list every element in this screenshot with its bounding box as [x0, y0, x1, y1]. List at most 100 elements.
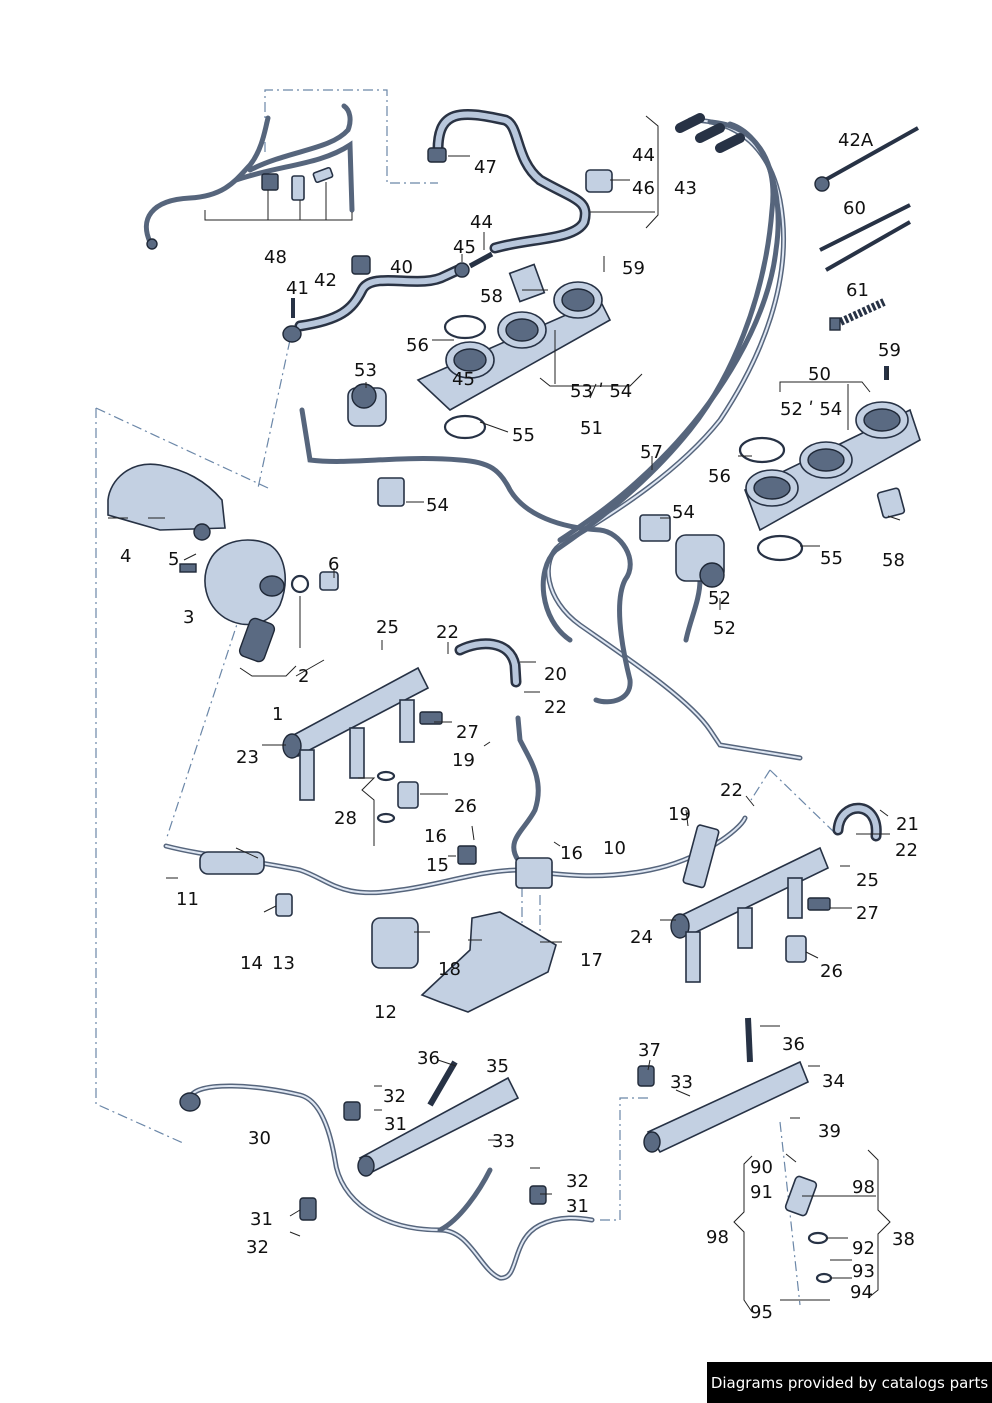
part-label-59: 59	[878, 340, 901, 361]
part-label-11: 11	[176, 889, 199, 910]
part-label-34: 34	[822, 1071, 845, 1092]
part-label-31: 31	[566, 1196, 589, 1217]
part-label-57: 57	[640, 442, 663, 463]
part-label-36: 36	[417, 1048, 440, 1069]
part-label-54: 54	[672, 502, 695, 523]
part-label-92: 92	[852, 1238, 875, 1259]
part-label-17: 17	[580, 950, 603, 971]
part-label-40: 40	[390, 257, 413, 278]
part-label-20: 20	[544, 664, 567, 685]
part-label-53-54: 53 ʹ 54	[570, 381, 632, 402]
part-label-42A: 42A	[838, 130, 874, 151]
lower-fuel-system	[179, 1017, 833, 1284]
part-label-45: 45	[453, 237, 476, 258]
part-label-43: 43	[674, 178, 697, 199]
part-label-25: 25	[376, 617, 399, 638]
fuel-rail-left	[282, 638, 522, 824]
part-label-22: 22	[895, 840, 918, 861]
part-label-24: 24	[630, 927, 653, 948]
part-label-44: 44	[470, 212, 493, 233]
part-label-93: 93	[852, 1261, 875, 1282]
part-label-51: 51	[580, 418, 603, 439]
part-label-31: 31	[384, 1114, 407, 1135]
part-label-98: 98	[706, 1227, 729, 1248]
part-label-52: 52	[713, 618, 736, 639]
part-label-44: 44	[632, 145, 655, 166]
part-label-32: 32	[383, 1086, 406, 1107]
part-label-33: 33	[670, 1072, 693, 1093]
part-label-47: 47	[474, 157, 497, 178]
part-label-15: 15	[426, 855, 449, 876]
part-label-18: 18	[438, 959, 461, 980]
part-label-37: 37	[638, 1040, 661, 1061]
fuel-line-bundle	[299, 113, 803, 761]
vacuum-hose-47	[427, 109, 613, 254]
part-label-39: 39	[818, 1121, 841, 1142]
part-label-54: 54	[426, 495, 449, 516]
part-label-91: 91	[750, 1182, 773, 1203]
part-label-14: 14	[240, 953, 263, 974]
part-label-42: 42	[314, 270, 337, 291]
part-label-48: 48	[264, 247, 287, 268]
part-label-58: 58	[480, 286, 503, 307]
part-label-19: 19	[452, 750, 475, 771]
part-label-58: 58	[882, 550, 905, 571]
part-label-13: 13	[272, 953, 295, 974]
part-label-26: 26	[454, 796, 477, 817]
part-label-16: 16	[560, 843, 583, 864]
high-pressure-pump	[107, 463, 339, 663]
part-label-22: 22	[436, 622, 459, 643]
fuel-rail-right	[670, 802, 882, 983]
part-label-30: 30	[248, 1128, 271, 1149]
intake-manifold-right	[639, 401, 921, 588]
part-label-60: 60	[843, 198, 866, 219]
part-label-27: 27	[456, 722, 479, 743]
part-label-50: 50	[808, 364, 831, 385]
part-label-59: 59	[622, 258, 645, 279]
part-label-22: 22	[544, 697, 567, 718]
part-label-5: 5	[168, 549, 179, 570]
part-label-56: 56	[406, 335, 429, 356]
hose-40	[282, 251, 494, 343]
part-label-36: 36	[782, 1034, 805, 1055]
part-label-26: 26	[820, 961, 843, 982]
part-label-41: 41	[286, 278, 309, 299]
part-label-38: 38	[892, 1229, 915, 1250]
part-label-3: 3	[183, 607, 194, 628]
part-label-56: 56	[708, 466, 731, 487]
part-label-61: 61	[846, 280, 869, 301]
part-label-55: 55	[820, 548, 843, 569]
part-label-95: 95	[750, 1302, 773, 1323]
part-label-4: 4	[120, 546, 131, 567]
part-label-28: 28	[334, 808, 357, 829]
part-label-55: 55	[512, 425, 535, 446]
wiring-harness	[143, 103, 355, 250]
part-label-22: 22	[720, 780, 743, 801]
part-label-35: 35	[486, 1056, 509, 1077]
fuel-line-10	[163, 715, 748, 1013]
part-label-90: 90	[750, 1157, 773, 1178]
part-label-2: 2	[298, 666, 309, 687]
credit-banner: Diagrams provided by catalogs parts	[707, 1362, 992, 1403]
part-label-21: 21	[896, 814, 919, 835]
part-label-27: 27	[856, 903, 879, 924]
part-label-32: 32	[566, 1171, 589, 1192]
leader-lines	[108, 115, 901, 1313]
part-label-33: 33	[492, 1131, 515, 1152]
part-label-98: 98	[852, 1177, 875, 1198]
part-label-52: 52	[708, 588, 731, 609]
part-label-19: 19	[668, 804, 691, 825]
part-label-53: 53	[354, 360, 377, 381]
part-label-45: 45	[452, 369, 475, 390]
part-label-25: 25	[856, 870, 879, 891]
part-label-12: 12	[374, 1002, 397, 1023]
part-label-10: 10	[603, 838, 626, 859]
part-label-6: 6	[328, 554, 339, 575]
part-label-46: 46	[632, 178, 655, 199]
part-label-94: 94	[850, 1282, 873, 1303]
cable-ties	[814, 126, 919, 380]
part-label-31: 31	[250, 1209, 273, 1230]
part-label-32: 32	[246, 1237, 269, 1258]
